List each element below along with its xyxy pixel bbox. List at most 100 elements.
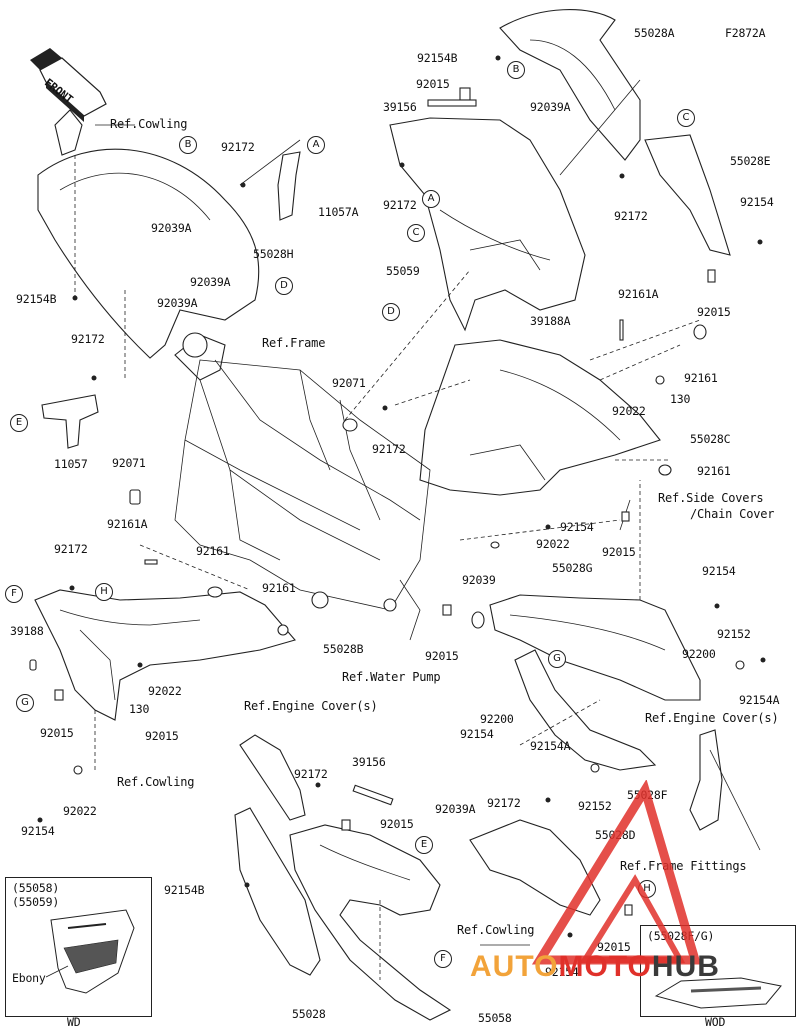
callout-c: C: [677, 109, 695, 127]
ref-label: Ref.Frame: [262, 336, 326, 350]
part-label: 55058: [478, 1011, 512, 1025]
callout-d: D: [275, 277, 293, 295]
frame-fitting: [689, 729, 723, 831]
part-label: 39188: [10, 624, 44, 638]
part-label: 92039: [462, 573, 496, 587]
callout-c: C: [407, 224, 425, 242]
part-label: 92154: [560, 520, 594, 534]
part-label: 39156: [383, 100, 417, 114]
part-label: 92161A: [107, 517, 148, 531]
watermark-part: AUTO: [470, 950, 559, 983]
part-label: 92071: [112, 456, 146, 470]
inset-wd: (55058) (55059) Ebony: [5, 877, 152, 1017]
inset-wd-caption: WD: [67, 1015, 81, 1029]
part-label: 92015: [602, 545, 636, 559]
part-label: 92154: [702, 564, 736, 578]
part-label: 11057: [54, 457, 88, 471]
ref-label: /Chain Cover: [690, 507, 775, 521]
part-label: 39156: [352, 755, 386, 769]
part-label: 55028B: [323, 642, 364, 656]
watermark-logo-icon: [531, 780, 702, 965]
part-label: 92172: [383, 198, 417, 212]
ref-label: Ref.Side Covers: [658, 491, 764, 505]
part-label: 92172: [372, 442, 406, 456]
part-label: 55028C: [690, 432, 731, 446]
watermark-part: MOTO: [558, 950, 652, 983]
part-label: 92200: [682, 647, 716, 661]
part-label: 92015: [145, 729, 179, 743]
part-label: 92154: [545, 965, 579, 979]
part-label: 92154: [740, 195, 774, 209]
part-label: 92015: [697, 305, 731, 319]
callout-a: A: [307, 136, 325, 154]
part-label: 55028G: [552, 561, 593, 575]
part-label: 92161: [262, 581, 296, 595]
bracket-11057: [41, 394, 99, 449]
part-label: 92022: [63, 804, 97, 818]
ref-label: Ref.Water Pump: [342, 670, 441, 684]
part-label: 130: [670, 392, 691, 406]
callout-e: E: [415, 836, 433, 854]
inset-wd-ebony: Ebony: [12, 971, 46, 985]
ref-label: Ref.Engine Cover(s): [244, 699, 378, 713]
cowl-55058: [289, 824, 452, 1021]
frame: [174, 332, 431, 612]
part-label: 92039A: [190, 275, 231, 289]
part-label: 55028H: [253, 247, 294, 261]
cowl-55028: [234, 807, 321, 976]
panel-55059: [389, 117, 586, 332]
part-label: 92172: [294, 767, 328, 781]
part-label: 130: [129, 702, 150, 716]
callout-g: G: [16, 694, 34, 712]
part-label: 55059: [386, 264, 420, 278]
cowling-55028h: [37, 148, 260, 359]
cowl-55028d: [469, 819, 601, 916]
ref-label: Ref.Engine Cover(s): [645, 711, 779, 725]
part-label: 92015: [40, 726, 74, 740]
front-arrow-icon: [30, 48, 107, 122]
part-label: 39188A: [530, 314, 571, 328]
part-label: 92152: [578, 799, 612, 813]
inset-wd-code: (55059): [12, 895, 60, 909]
inset-wd-art: [45, 909, 135, 994]
part-label: 92172: [221, 140, 255, 154]
ref-label: Ref.Frame Fittings: [620, 859, 747, 873]
part-label: 92154A: [530, 739, 571, 753]
part-label: 92154: [21, 824, 55, 838]
cowling-55028b: [34, 589, 296, 721]
inset-wod-art: [654, 977, 782, 1009]
part-label: 55028: [292, 1007, 326, 1021]
part-label: 11057A: [318, 205, 359, 219]
part-label: 92039A: [151, 221, 192, 235]
part-label: 92161A: [618, 287, 659, 301]
part-label: 92161: [196, 544, 230, 558]
part-label: 55028A: [634, 26, 675, 40]
callout-f: F: [434, 950, 452, 968]
ref-label: Ref.Cowling: [117, 775, 195, 789]
part-label: 92022: [536, 537, 570, 551]
part-label: 92039A: [157, 296, 198, 310]
part-label: 92172: [71, 332, 105, 346]
part-label: 92071: [332, 376, 366, 390]
part-label: 92039A: [435, 802, 476, 816]
inset-wd-code: (55058): [12, 881, 60, 895]
part-label: 92161: [684, 371, 718, 385]
inset-wod: (55028F/G): [640, 925, 796, 1017]
part-label: 92039A: [530, 100, 571, 114]
part-label: 92015: [380, 817, 414, 831]
inset-wod-caption: WOD: [705, 1015, 726, 1029]
part-label: 92154B: [16, 292, 57, 306]
part-label: 92172: [487, 796, 521, 810]
figure-code: F2872A: [725, 26, 766, 40]
part-label: 92154: [460, 727, 494, 741]
part-label: 92200: [480, 712, 514, 726]
cowl-55028g: [489, 594, 701, 701]
part-label: 92015: [416, 77, 450, 91]
part-label: 92154B: [164, 883, 205, 897]
callout-g: G: [548, 650, 566, 668]
part-label: 92172: [614, 209, 648, 223]
callout-d: D: [382, 303, 400, 321]
part-label: 92152: [717, 627, 751, 641]
